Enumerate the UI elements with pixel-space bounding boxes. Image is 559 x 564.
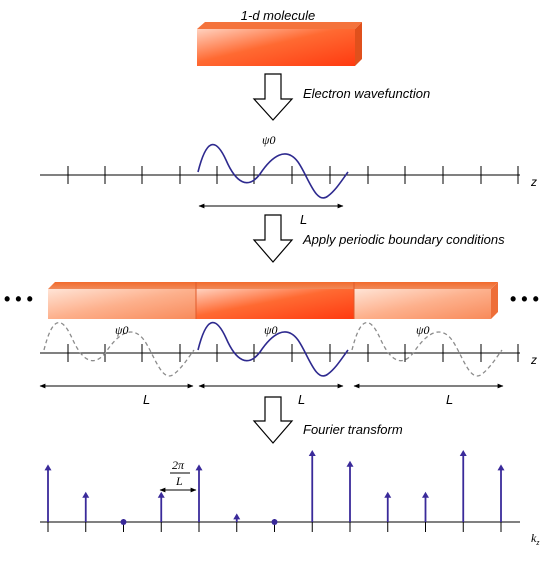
axis-z-middle [40, 344, 520, 362]
fourier-spike [346, 460, 354, 522]
bar-left [48, 289, 196, 319]
wavefunction-center [197, 321, 349, 377]
fourier-spike [157, 491, 165, 522]
length-label-right: L [446, 392, 453, 407]
psi0-label-right: ψ0 [416, 323, 429, 337]
axis-label-kz: kz [531, 531, 540, 547]
axis-label-z-middle: z [530, 353, 537, 367]
psi0-label-top: ψ0 [262, 133, 275, 147]
step-caption-periodic: Apply periodic boundary conditions [302, 232, 505, 247]
fourier-spike [233, 513, 241, 522]
molecule-caption: 1-d molecule [241, 8, 315, 23]
length-label-top: L [300, 212, 307, 227]
fourier-zero-point [120, 519, 127, 525]
ellipsis-right: • • • [510, 289, 539, 309]
down-arrow-icon [252, 396, 294, 444]
fourier-spike [44, 464, 52, 522]
wavefunction-curve [197, 143, 349, 199]
fourier-spike [497, 464, 505, 522]
down-arrow-icon [252, 214, 294, 263]
down-arrow-icon [252, 73, 294, 121]
wavefunction-copy-left [43, 321, 195, 377]
over-L-label: L [175, 474, 183, 488]
fourier-spike [308, 450, 316, 522]
two-pi-label: 2π [172, 458, 185, 472]
psi0-label-center: ψ0 [264, 323, 277, 337]
axis-z-top [40, 166, 520, 184]
length-label-left: L [143, 392, 150, 407]
length-label-center: L [298, 392, 305, 407]
fourier-spike [459, 450, 467, 522]
bar-right [354, 289, 491, 319]
fourier-spike [195, 464, 203, 522]
fourier-spike [422, 491, 429, 522]
fourier-spike [82, 491, 90, 522]
axis-label-z-top: z [530, 175, 537, 189]
spacing-annotation: 2π L [159, 458, 197, 493]
ellipsis-left: • • • [4, 289, 33, 309]
fourier-spikes [44, 450, 505, 525]
fourier-spike [384, 491, 392, 522]
fourier-zero-point [271, 519, 278, 525]
step-caption-fourier: Fourier transform [303, 422, 403, 437]
psi0-label-left: ψ0 [115, 323, 128, 337]
wavefunction-copy-right [351, 321, 503, 377]
periodic-bars [48, 282, 498, 319]
bar-center [196, 289, 354, 319]
step-caption-wavefunction: Electron wavefunction [303, 86, 430, 101]
molecule-bar [197, 22, 362, 66]
